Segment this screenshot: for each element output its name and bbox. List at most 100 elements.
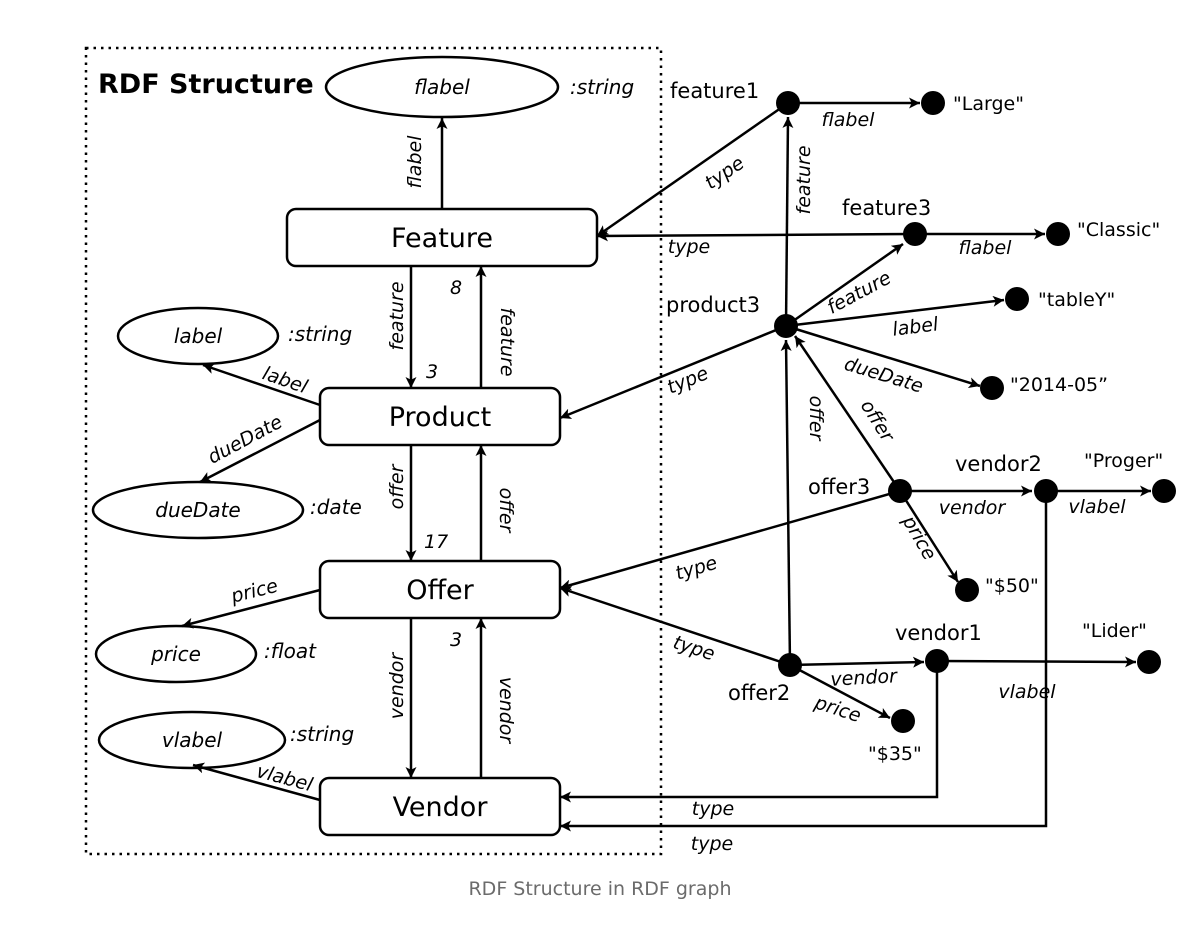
edge-p3-label <box>785 295 1005 328</box>
edge-o2-price-label: price <box>811 691 864 727</box>
edge-duedate <box>199 418 321 484</box>
edge-o2-offer <box>780 339 792 666</box>
value-lider: "Lider" <box>1082 620 1147 642</box>
node-vendor1 <box>925 649 949 673</box>
node-duedate-value <box>980 376 1004 400</box>
datatype-duedate: :date <box>310 495 362 519</box>
figure-caption: RDF Structure in RDF graph <box>468 878 732 900</box>
node-vendor2-label: vendor2 <box>955 452 1042 476</box>
edge-o3-price <box>898 490 960 583</box>
edge-o3-price-label: price <box>897 511 940 564</box>
edge-o2-price <box>789 663 891 720</box>
edge-offer-up-label: offer <box>495 488 517 534</box>
datatype-flabel: :string <box>570 75 634 99</box>
edge-vendor-down-label: vendor <box>386 652 408 720</box>
edge-p3-duedate <box>785 324 981 389</box>
edge-f1-flabel-label: flabel <box>822 109 876 131</box>
edge-p3-label-label: label <box>891 313 940 341</box>
value-proger: "Proger" <box>1084 450 1163 472</box>
edge-p3-duedate-label: dueDate <box>842 353 926 398</box>
edge-o3-vendor-label: vendor <box>939 497 1007 519</box>
node-offer2-label: offer2 <box>728 681 790 705</box>
node-offer3-label: offer3 <box>808 475 870 499</box>
class-product-label: Product <box>389 402 492 433</box>
edge-o3-offer <box>793 335 902 492</box>
datatype-label: :string <box>288 322 352 346</box>
edge-v1-type <box>560 661 939 803</box>
node-product3 <box>774 314 798 338</box>
node-product3-label: product3 <box>666 293 760 317</box>
node-vendor2 <box>1034 479 1058 503</box>
card-feature-8: 8 <box>450 277 462 299</box>
card-offer-17: 17 <box>424 531 448 553</box>
value-price35: "$35" <box>868 743 922 765</box>
class-feature-label: Feature <box>391 223 493 254</box>
datatype-price: :float <box>264 639 317 663</box>
node-feature1-label: feature1 <box>670 79 759 103</box>
edge-o2-vendor-label: vendor <box>830 665 899 691</box>
node-large <box>921 91 945 115</box>
edge-vendor-up-label: vendor <box>495 677 517 745</box>
value-date: "2014-05” <box>1010 374 1108 396</box>
node-tabley <box>1005 287 1029 311</box>
edge-o2-type-label: type <box>670 631 717 665</box>
edge-p3-feature-f1-label: feature <box>793 145 815 214</box>
schema-frame <box>84 46 663 856</box>
edge-f3-flabel-label: flabel <box>959 237 1013 259</box>
card-feature-3: 3 <box>426 361 438 383</box>
edge-vlabel <box>192 762 321 802</box>
node-price35 <box>891 709 915 733</box>
card-vendor-3: 3 <box>450 629 462 651</box>
literal-label-label: label <box>174 324 223 348</box>
node-vendor1-label: vendor1 <box>895 621 982 645</box>
literal-flabel <box>324 55 560 119</box>
value-large: "Large" <box>953 93 1024 115</box>
edge-label <box>202 363 321 407</box>
edge-v2-vlabel-label: vlabel <box>1068 496 1126 518</box>
edge-v1-vlabel-label: vlabel <box>998 681 1056 703</box>
node-feature1 <box>776 91 800 115</box>
node-classic <box>1046 222 1070 246</box>
edge-p3-feature-f3 <box>785 242 904 328</box>
literal-flabel-label: flabel <box>414 75 470 99</box>
literal-price <box>94 624 258 684</box>
node-feature3 <box>903 222 927 246</box>
literal-vlabel <box>97 710 287 770</box>
class-offer-label: Offer <box>406 575 474 606</box>
class-vendor-label: Vendor <box>393 792 489 823</box>
node-offer2 <box>778 653 802 677</box>
edge-feature-down-label: feature <box>386 281 408 350</box>
edge-f3-type <box>596 230 916 242</box>
edge-flabel-label: flabel <box>404 135 426 189</box>
node-proger <box>1152 479 1176 503</box>
literal-duedate-label: dueDate <box>155 498 240 522</box>
edge-price <box>181 588 321 629</box>
edge-o2-offer-label: offer <box>805 396 827 442</box>
edge-o2-type <box>559 586 791 667</box>
value-tabley: "tableY" <box>1038 289 1115 311</box>
edge-p3-feature-f1 <box>782 116 794 327</box>
literal-price-label: price <box>150 642 201 666</box>
node-price50 <box>955 578 979 602</box>
edge-offer-down-label: offer <box>386 463 408 509</box>
edge-f1-type <box>596 101 789 238</box>
value-classic: "Classic" <box>1077 219 1160 241</box>
node-feature3-label: feature3 <box>842 196 931 220</box>
edge-v1-vlabel <box>936 656 1137 668</box>
edge-p3-type <box>559 324 787 420</box>
edge-o2-vendor <box>789 656 925 668</box>
edge-p3-type-label: type <box>664 362 712 398</box>
schema-title: RDF Structure <box>98 69 314 100</box>
edge-v1-type-label: type <box>692 798 734 820</box>
edge-v2-type-label: type <box>691 833 733 855</box>
edge-feature-up-label: feature <box>496 307 518 376</box>
datatype-vlabel: :string <box>290 722 354 746</box>
edge-o3-type <box>559 489 901 591</box>
node-offer3 <box>888 479 912 503</box>
edge-v2-type <box>560 491 1048 832</box>
edge-f3-type-label: type <box>668 236 710 258</box>
class-vendor <box>318 776 562 837</box>
literal-vlabel-label: vlabel <box>162 728 223 752</box>
literal-duedate <box>91 480 305 540</box>
edge-o3-offer-label: offer <box>856 396 899 447</box>
